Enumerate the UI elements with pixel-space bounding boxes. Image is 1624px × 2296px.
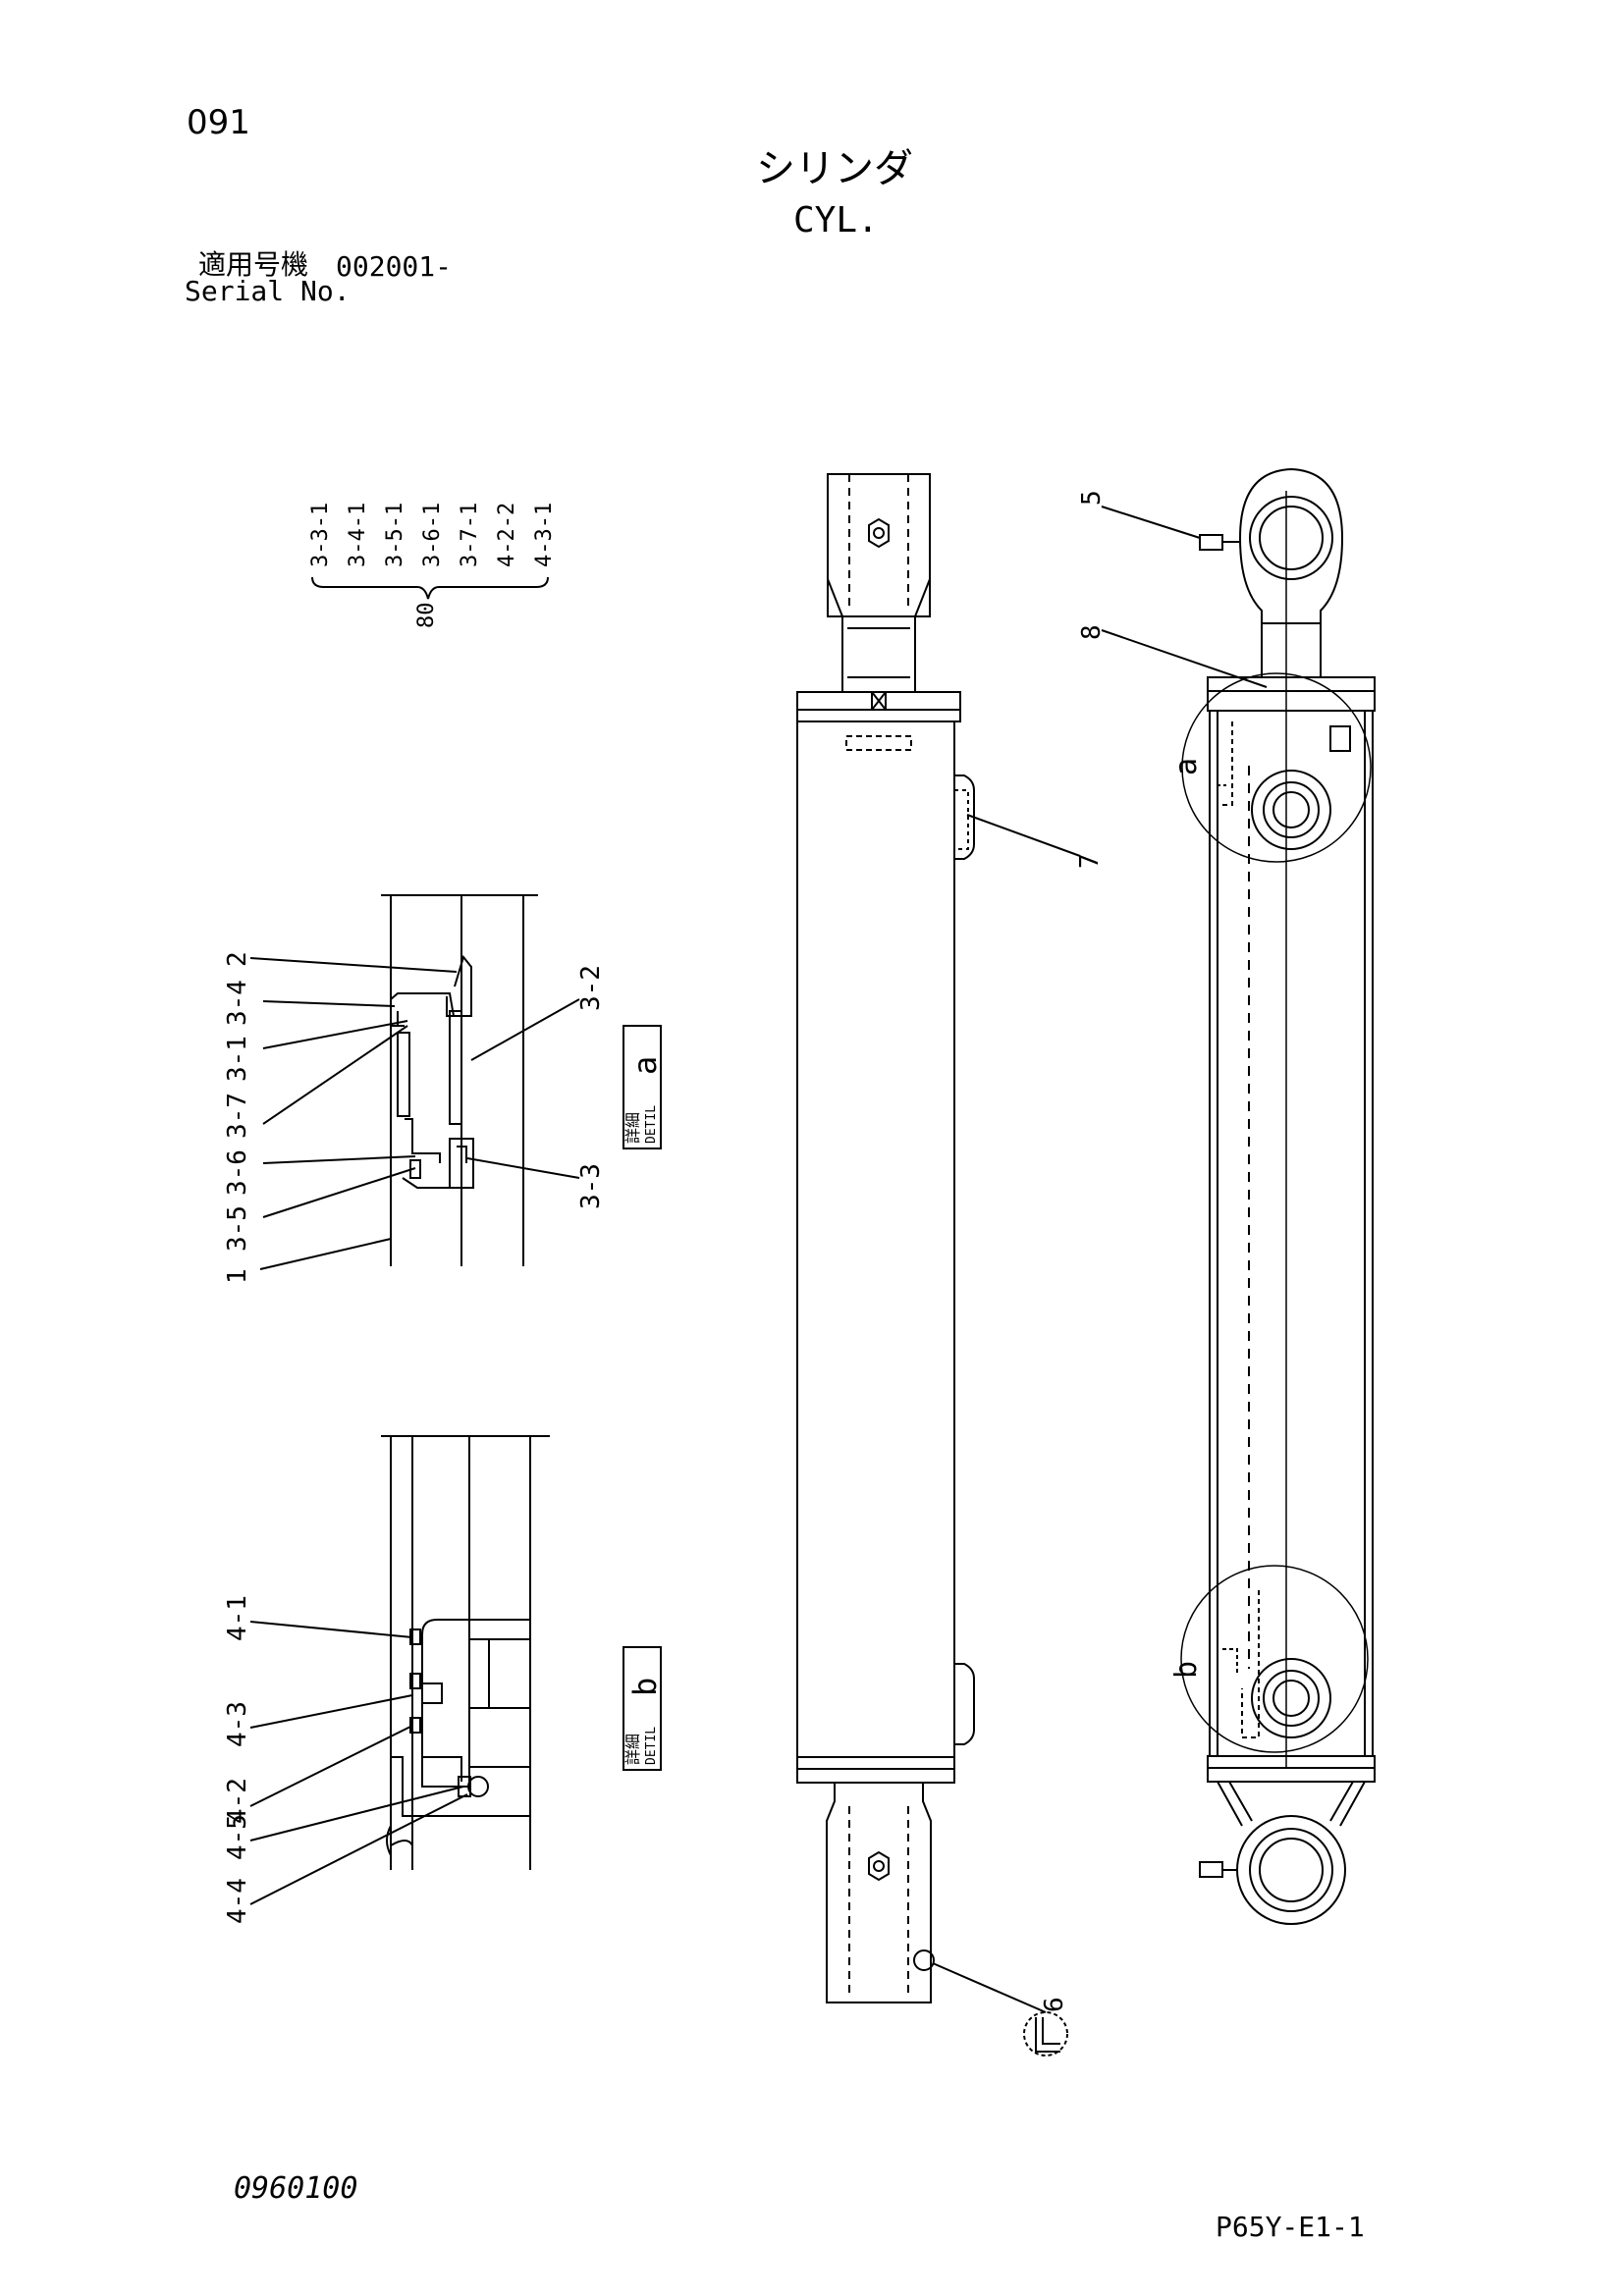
detail-a-leaders (249, 957, 580, 1270)
callout-label: 3-4 (223, 980, 252, 1026)
callout-label: 3-2 (576, 965, 606, 1011)
kit-part-number: 3-4-1 (346, 503, 370, 567)
kit-part-list: 3-3-1 3-4-1 3-5-1 3-6-1 3-7-1 4-2-2 4-3-… (308, 503, 557, 628)
callout-label: 3-5 (223, 1205, 252, 1252)
callout-label: 5 (1077, 490, 1107, 506)
callout-label: 4-3 (223, 1701, 252, 1747)
kit-part-number: 3-6-1 (420, 503, 445, 567)
page-code: P65Y-E1-1 (1216, 2211, 1365, 2243)
document-code: 0960100 (234, 2171, 358, 2206)
callout-label: 2 (223, 951, 252, 967)
callout-label: b (1169, 1661, 1204, 1679)
callout-label: a (1169, 758, 1204, 775)
callout-label: 4-1 (223, 1595, 252, 1641)
cylinder-front-view (796, 473, 975, 2003)
callout-label: 3-1 (223, 1036, 252, 1082)
callout-label: 8 (1077, 624, 1107, 640)
leader-line-5 (1101, 506, 1201, 539)
kit-part-number: 3-5-1 (383, 503, 407, 567)
detail-a-letter: a (626, 1056, 664, 1075)
leader-line-7 (966, 814, 1081, 857)
kit-brace (311, 576, 549, 600)
callout-label: 4-5 (223, 1814, 252, 1860)
callout-label: 1 (223, 1268, 252, 1284)
detail-a-label-box (623, 1025, 662, 1149)
detail-b-letter: b (626, 1678, 664, 1696)
callout-label: 4-2 (223, 1778, 252, 1824)
page-title-japanese: シリンダ (756, 146, 913, 191)
detail-b-leaders (249, 1621, 468, 1905)
serial-number-value: 002001- (336, 250, 453, 283)
callout-label: 6 (1040, 1997, 1069, 2012)
detail-a-label-en: DETIL (644, 1105, 659, 1144)
callout-label: 3-3 (576, 1163, 606, 1209)
callout-label: 4-4 (223, 1878, 252, 1924)
page-number: 091 (187, 103, 250, 142)
kit-part-number: 4-3-1 (532, 503, 557, 567)
detail-b-label-en: DETIL (644, 1727, 659, 1765)
page-title-english: CYL. (793, 200, 879, 240)
kit-number: 80 (414, 603, 439, 629)
serial-label-english: Serial No. (185, 275, 351, 307)
cylinder-side-view (1180, 467, 1376, 1925)
callout-label: 3-7 (223, 1093, 252, 1139)
detail-b-drawing (381, 1435, 550, 1870)
kit-part-number: 3-3-1 (308, 503, 333, 567)
callout-label: 3-6 (223, 1149, 252, 1196)
kit-part-number: 3-7-1 (458, 503, 482, 567)
serial-label-japanese: 適用号機 (198, 248, 309, 281)
callout-label: 7 (1075, 853, 1105, 869)
detail-b-label-box (623, 1646, 662, 1771)
detail-a-drawing (381, 894, 538, 1266)
grease-fitting-symbol (1023, 2011, 1068, 2056)
detail-b-label-jp: 詳細 (623, 1734, 642, 1765)
leader-line-8 (1101, 629, 1268, 688)
leader-line-6 (932, 1962, 1047, 2013)
kit-part-number: 4-2-2 (495, 503, 519, 567)
detail-a-label-jp: 詳細 (623, 1112, 642, 1144)
